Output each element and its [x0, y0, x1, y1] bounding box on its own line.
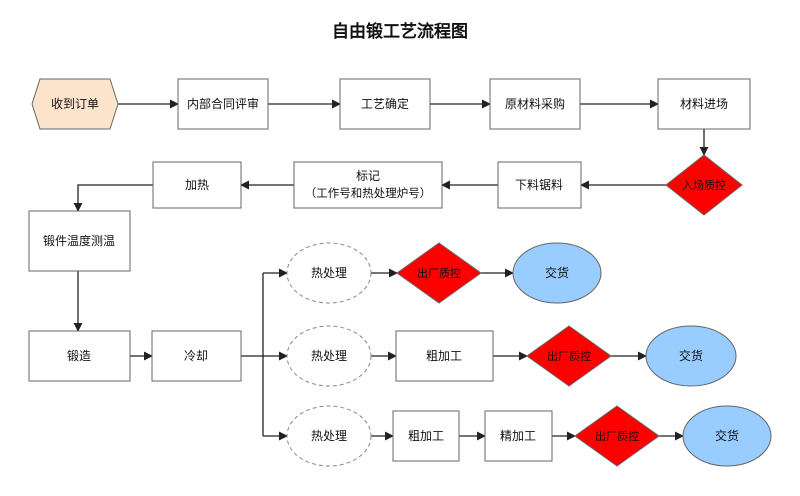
node-process-confirm [339, 78, 431, 130]
label-finish-3: 精加工 [500, 429, 536, 443]
node-material-entry [657, 78, 751, 130]
label-entry-qc: 入场质控 [682, 178, 726, 192]
label-forging: 锻造 [67, 349, 91, 363]
node-cut-material [497, 161, 582, 209]
node-entry-qc [665, 154, 743, 216]
label-process-confirm: 工艺确定 [361, 96, 409, 111]
nodes: 收到订单 内部合同评审 工艺确定 原材料采购 材料进场 入场质控 下料锯料 标记… [28, 78, 772, 467]
node-receive-order [31, 78, 119, 130]
node-exit-qc-1 [396, 242, 482, 304]
label-internal-review: 内部合同评审 [187, 96, 259, 111]
node-heat-treat-2 [286, 325, 372, 387]
node-deliver-2 [645, 325, 737, 387]
label-heat-treat-2: 热处理 [311, 349, 347, 363]
node-heating [152, 161, 242, 209]
node-mark [293, 161, 443, 209]
node-heat-treat-1 [286, 242, 372, 304]
label-cooling: 冷却 [184, 349, 208, 363]
edge-heating-temp [73, 184, 153, 212]
label-heating: 加热 [185, 178, 209, 192]
node-temp-measure [28, 210, 131, 272]
label-mark-line1: 标记 [356, 169, 380, 183]
label-deliver-3: 交货 [715, 428, 739, 443]
node-cooling [151, 330, 242, 382]
node-rough-3 [392, 410, 460, 462]
label-rough-2: 粗加工 [426, 349, 462, 363]
node-rough-2 [395, 330, 494, 382]
label-cut-material: 下料锯料 [515, 177, 563, 192]
label-deliver-1: 交货 [545, 265, 569, 280]
node-material-purchase [489, 78, 581, 130]
label-rough-3: 粗加工 [408, 429, 444, 443]
node-heat-treat-3 [286, 405, 372, 467]
label-temp-measure: 锻件温度测温 [43, 233, 115, 248]
label-exit-qc-3: 出厂质控 [595, 429, 639, 443]
label-material-purchase: 原材料采购 [505, 96, 565, 111]
node-exit-qc-2 [526, 325, 612, 387]
label-heat-treat-1: 热处理 [311, 266, 347, 280]
label-material-entry: 材料进场 [680, 97, 728, 111]
node-deliver-3 [682, 405, 772, 467]
label-deliver-2: 交货 [679, 348, 703, 363]
label-exit-qc-2: 出厂质控 [547, 349, 591, 363]
node-deliver-1 [512, 242, 602, 304]
label-receive-order: 收到订单 [51, 97, 99, 111]
label-exit-qc-1: 出厂质控 [417, 266, 461, 280]
label-heat-treat-3: 热处理 [311, 429, 347, 443]
node-finish-3 [484, 410, 553, 462]
node-internal-review [177, 78, 269, 130]
node-forging [28, 330, 131, 382]
label-mark-line2: （工作号和热处理炉号） [305, 186, 432, 200]
connectors [73, 99, 709, 441]
node-exit-qc-3 [574, 405, 660, 467]
diagram-title: 自由锻工艺流程图 [332, 22, 468, 42]
